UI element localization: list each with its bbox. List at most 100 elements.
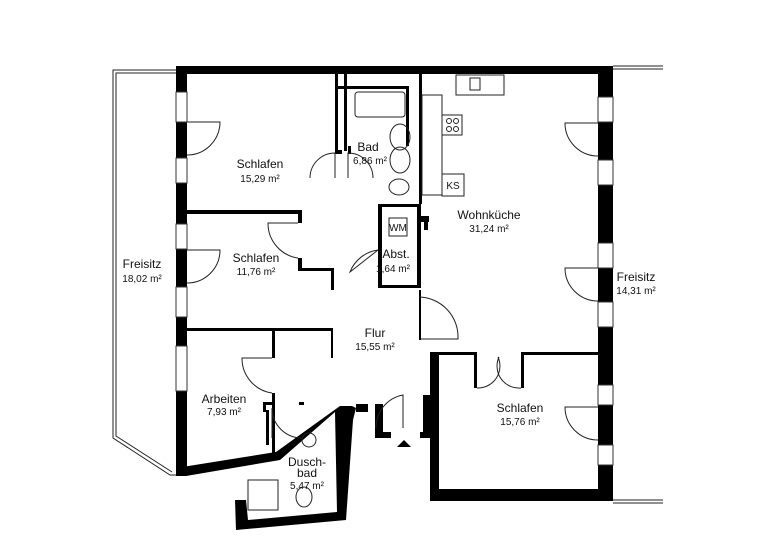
doors-part	[186, 249, 221, 284]
room-area: 11,76 m²	[237, 267, 276, 278]
walls-part	[598, 66, 613, 501]
walls-part	[335, 143, 338, 152]
windows-part	[175, 286, 188, 318]
windows-part	[597, 96, 614, 123]
walls-part	[419, 74, 422, 204]
room-name: Schlafen	[237, 157, 284, 171]
washing-machine-label: WM	[389, 223, 407, 234]
toilet-icon	[388, 178, 410, 196]
walls-part	[430, 352, 441, 355]
walls-part	[186, 210, 301, 214]
fixtures-part	[469, 77, 481, 91]
balcony-left-outline-part	[115, 72, 176, 473]
walls-part	[176, 66, 613, 74]
fixtures-part	[453, 118, 459, 124]
windows-part	[597, 444, 614, 466]
walls-part	[375, 404, 383, 438]
walls-part	[421, 216, 429, 222]
balcony-right-outline	[613, 65, 663, 504]
windows-part	[597, 301, 614, 328]
windows-part	[175, 91, 188, 123]
toilet-icon	[295, 486, 313, 508]
room-area: 6,86 m²	[353, 156, 388, 167]
room-area: 18,02 m²	[122, 274, 162, 285]
walls-part	[335, 74, 338, 151]
doors	[186, 121, 599, 441]
washbasin-icon	[389, 146, 411, 174]
room-name: Flur	[365, 326, 386, 340]
windows-part	[597, 384, 614, 406]
doors-part	[476, 356, 501, 389]
doors-part	[564, 406, 599, 441]
walls-part	[348, 146, 351, 154]
room-area: 31,24 m²	[469, 224, 509, 235]
walls-part	[263, 402, 266, 412]
room-name: Bad	[357, 140, 378, 154]
walls-part	[430, 489, 613, 501]
balcony-left-outline	[112, 69, 176, 476]
doors-part	[564, 122, 599, 157]
doors-part	[271, 407, 303, 439]
room-area: 5,47 m²	[290, 481, 325, 492]
walls-part	[419, 290, 421, 340]
fridge-box	[441, 173, 465, 197]
windows-part	[175, 223, 188, 250]
fixtures-part	[446, 126, 452, 132]
room-name: Schlafen	[497, 401, 544, 415]
walls-part	[272, 393, 275, 453]
washbasin-icon	[301, 432, 317, 448]
windows-part	[597, 242, 614, 269]
fixtures-part	[446, 118, 452, 124]
room-area: 15,29 m²	[240, 174, 280, 185]
walls-part	[521, 352, 598, 355]
walls-part	[335, 86, 409, 89]
entrance-triangle-icon	[397, 440, 411, 447]
walls-part	[474, 352, 477, 388]
room-area: 15,55 m²	[355, 342, 395, 353]
walls-part	[272, 330, 275, 358]
walls-part	[441, 352, 476, 355]
walls-part	[265, 402, 273, 405]
walls-part	[430, 352, 439, 501]
doors-part	[241, 357, 273, 394]
bathtub-icon	[354, 91, 406, 118]
walls-part	[378, 204, 420, 207]
room-area: 7,93 m²	[207, 407, 242, 418]
doors-part	[267, 222, 299, 259]
room-name: Wohnküche	[457, 208, 520, 222]
walls-part	[406, 86, 409, 146]
walls-part	[298, 210, 302, 223]
fixtures-part	[453, 126, 459, 132]
windows-part	[175, 345, 188, 392]
room-area: 15,76 m²	[500, 417, 540, 428]
sink-icon	[455, 74, 505, 96]
windows-part	[175, 157, 188, 184]
room-labels: Schlafen 15,29 m² Bad 6,86 m² Schlafen 1…	[122, 140, 656, 492]
washing-machine-box	[388, 217, 408, 237]
walls-part	[417, 204, 421, 288]
walls	[176, 66, 613, 530]
walls-part	[176, 66, 187, 476]
walls-part	[378, 285, 421, 288]
windows	[175, 91, 614, 466]
walls-part	[266, 410, 269, 445]
room-area: 14,31 m²	[616, 286, 656, 297]
walls-part	[186, 328, 333, 331]
balcony-left-outline-part	[112, 69, 176, 476]
walls-part	[331, 328, 333, 358]
fixtures-part	[421, 94, 443, 196]
walls-part	[335, 150, 342, 154]
doors-part	[564, 267, 599, 302]
walls-part	[356, 404, 368, 412]
walls-part	[298, 268, 333, 271]
fridge-label: KS	[446, 181, 460, 192]
room-area: 1,64 m²	[376, 264, 411, 275]
walls-part	[423, 395, 432, 438]
walls-part	[378, 205, 382, 287]
doors-part	[309, 152, 336, 179]
doors-part	[348, 249, 379, 274]
room-name: Dusch-	[288, 455, 326, 469]
room-name: bad	[297, 466, 317, 480]
windows-part	[597, 159, 614, 186]
